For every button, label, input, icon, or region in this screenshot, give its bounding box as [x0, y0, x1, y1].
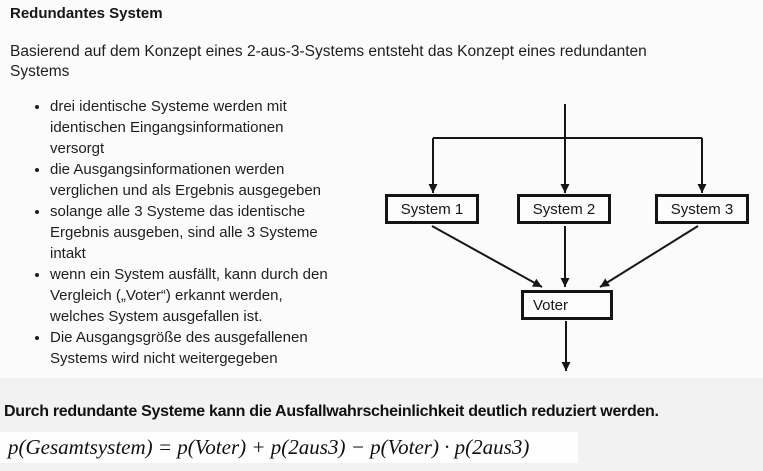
bullet-list: drei identische Systeme werden mit ident…: [30, 96, 390, 369]
bullet-item: wenn ein System ausfällt, kann durch den…: [50, 264, 390, 327]
voter-box: Voter: [521, 290, 613, 320]
system3-box: System 3: [655, 194, 749, 224]
system1-to-voter-arrow: [431, 225, 543, 288]
bullet-item: die Ausgangsinformationen werden verglic…: [50, 159, 390, 201]
system3-to-voter-arrow: [599, 225, 699, 288]
system1-box: System 1: [385, 194, 479, 224]
probability-formula: p(Gesamtsystem) = p(Voter) + p(2aus3) − …: [0, 432, 578, 463]
page-title: Redundantes System: [10, 5, 163, 22]
bullet-item: solange alle 3 Systeme das identische Er…: [50, 201, 390, 264]
conclusion-text: Durch redundante Systeme kann die Ausfal…: [4, 403, 659, 420]
bullet-item: drei identische Systeme werden mit ident…: [50, 96, 390, 159]
bullet-item: Die Ausgangsgröße des ausgefallenen Syst…: [50, 327, 390, 369]
intro-paragraph: Basierend auf dem Konzept eines 2-aus-3-…: [10, 43, 647, 80]
system2-box: System 2: [517, 194, 611, 224]
